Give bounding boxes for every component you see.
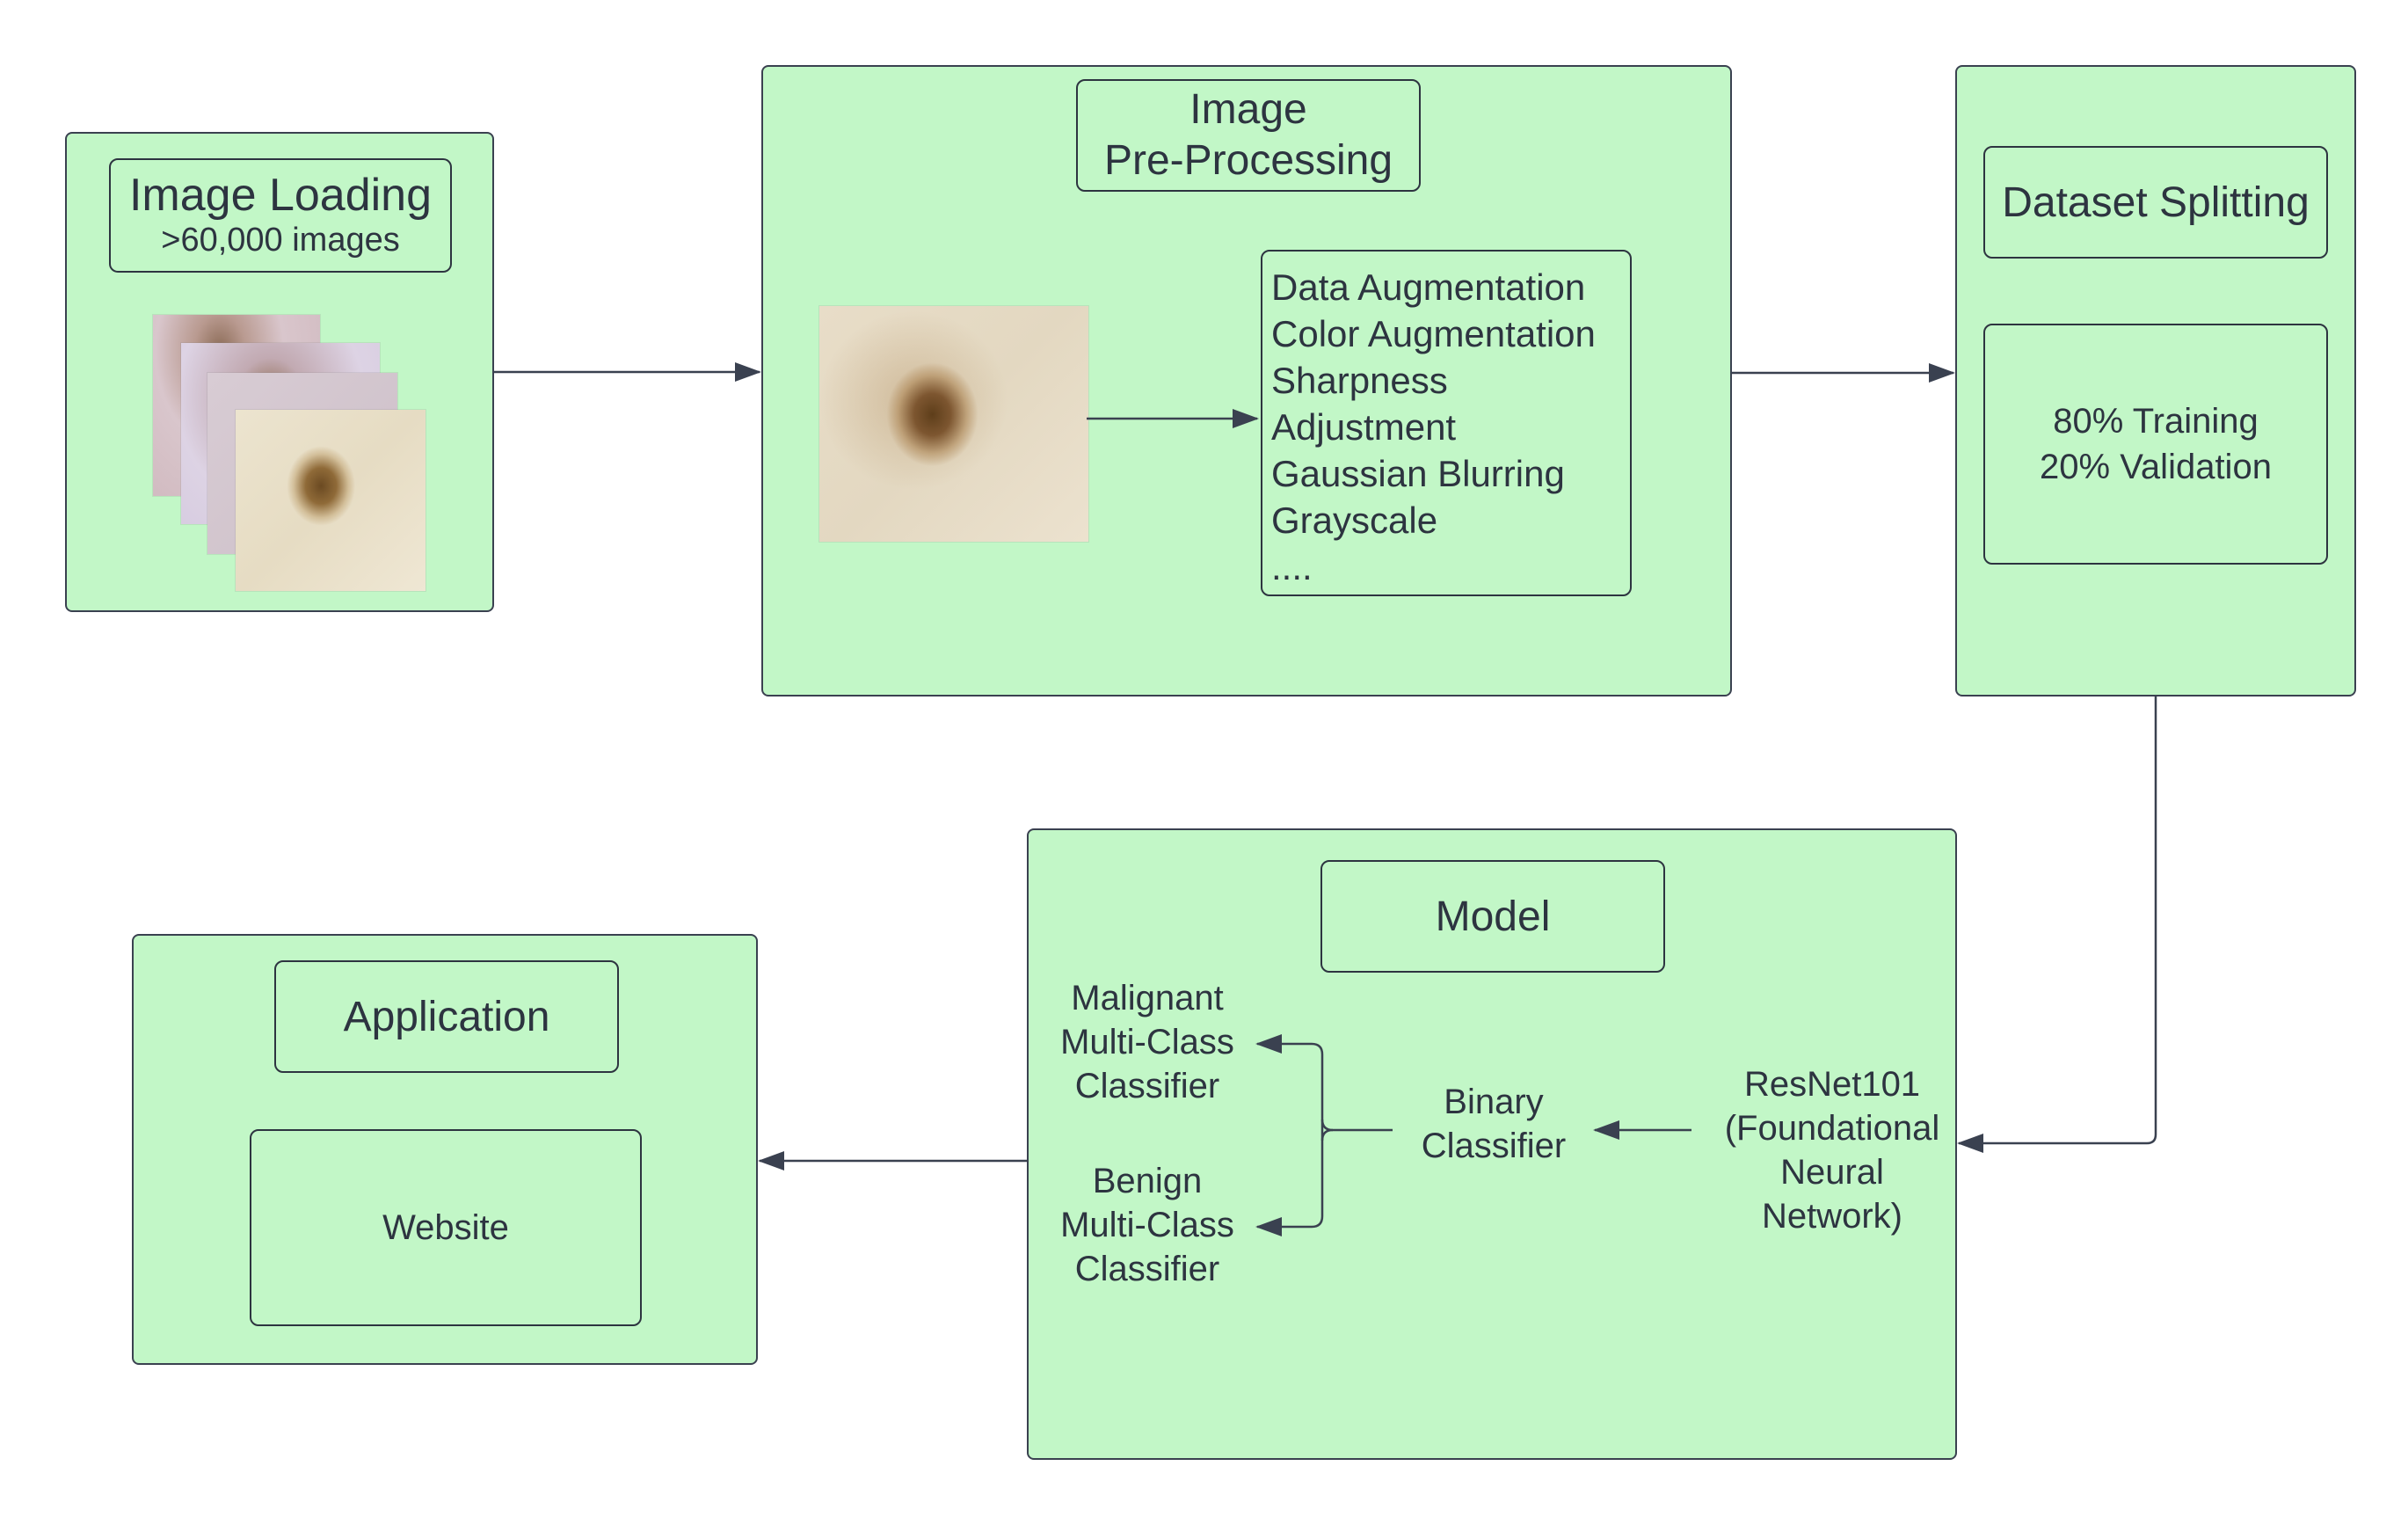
- image-loading-title: Image Loading: [128, 169, 433, 221]
- binary-classifier: Binary Classifier: [1421, 1083, 1567, 1165]
- dataset-splitting-panel: Dataset Splitting 80% Training 20% Valid…: [1955, 65, 2356, 697]
- skin-image-thumbnail-4: [236, 410, 426, 591]
- model-title: Model: [1435, 893, 1551, 940]
- website-label: Website: [382, 1207, 509, 1247]
- preprocessing-steps-box: Data Augmentation Color Augmentation Sha…: [1261, 250, 1632, 596]
- dataset-splitting-title-box: Dataset Splitting: [1983, 146, 2328, 259]
- step-gaussian-blurring: Gaussian Blurring: [1271, 453, 1565, 494]
- dataset-splitting-title: Dataset Splitting: [2002, 179, 2310, 226]
- image-loading-title-box: Image Loading >60,000 images: [109, 158, 452, 273]
- step-adjustment: Adjustment: [1271, 406, 1457, 448]
- arrow-binary-to-benign: [1255, 1130, 1324, 1236]
- arrow-splitting-to-model: [1957, 697, 2157, 1153]
- step-sharpness: Sharpness: [1271, 360, 1448, 401]
- step-color-augmentation: Color Augmentation: [1271, 313, 1596, 354]
- step-grayscale: Grayscale: [1271, 500, 1438, 541]
- split-training: 80% Training: [2053, 402, 2259, 441]
- application-title-box: Application: [274, 960, 619, 1073]
- model-title-box: Model: [1320, 860, 1665, 973]
- split-validation: 20% Validation: [2040, 448, 2272, 486]
- model-panel: Model Malignant Multi-Class Classifier B…: [1027, 828, 1957, 1460]
- resnet101-node: ResNet101 (Foundational Neural Network): [1724, 1065, 1940, 1236]
- preprocessing-title-line1: Image: [1189, 86, 1307, 134]
- sample-skin-image: [819, 306, 1088, 542]
- step-ellipsis: ....: [1271, 546, 1313, 587]
- image-loading-subtitle: >60,000 images: [161, 221, 400, 259]
- preprocessing-step-list: Data Augmentation Color Augmentation Sha…: [1271, 264, 1630, 590]
- binary-branch-curve-top: [1320, 1119, 1334, 1132]
- image-loading-panel: Image Loading >60,000 images: [65, 132, 494, 612]
- application-panel: Application Website: [132, 934, 758, 1365]
- binary-branch-curve-bottom: [1320, 1128, 1334, 1141]
- preprocessing-panel: Image Pre-Processing Data Augmentation C…: [761, 65, 1732, 697]
- benign-classifier: Benign Multi-Class Classifier: [1060, 1162, 1234, 1288]
- website-box: Website: [250, 1129, 642, 1326]
- dataset-split-box: 80% Training 20% Validation: [1983, 324, 2328, 565]
- step-data-augmentation: Data Augmentation: [1271, 266, 1586, 308]
- preprocessing-title-line2: Pre-Processing: [1103, 137, 1393, 184]
- preprocessing-title-box: Image Pre-Processing: [1076, 79, 1421, 192]
- arrow-binary-to-malignant: [1255, 1034, 1324, 1130]
- application-title: Application: [343, 993, 550, 1040]
- malignant-classifier: Malignant Multi-Class Classifier: [1060, 979, 1234, 1105]
